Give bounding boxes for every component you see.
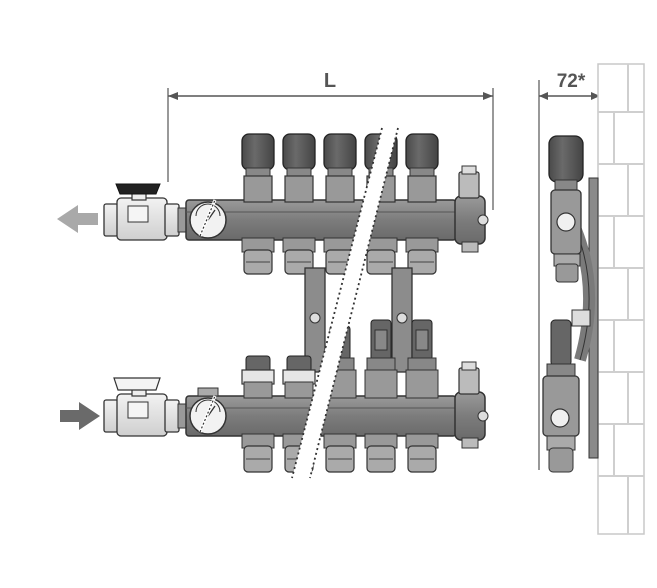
dimension-depth: 72*: [538, 71, 600, 470]
side-view: [542, 63, 645, 535]
return-flow-arrow-icon: [57, 205, 98, 233]
return-manifold: [103, 133, 489, 275]
ball-valve-handle-icon: [113, 377, 161, 391]
supply-flow-arrow-icon: [60, 402, 100, 430]
supply-manifold: [103, 319, 489, 473]
return-end-fitting: [454, 165, 489, 253]
side-upper-valve: [548, 135, 591, 327]
brick-wall: [597, 63, 645, 535]
return-ball-valve: [103, 183, 189, 241]
depth-label: 72*: [557, 71, 586, 92]
return-outlet-caps: [241, 133, 439, 203]
length-label: L: [324, 70, 336, 92]
supply-end-fitting: [454, 361, 489, 449]
side-lower-valve: [542, 319, 580, 473]
supply-outlet-fittings: [241, 433, 439, 473]
break-lines: [198, 127, 399, 479]
dimension-l: L: [167, 70, 494, 210]
supply-ball-valve: [103, 377, 189, 437]
ball-valve-handle-icon: [115, 183, 161, 195]
